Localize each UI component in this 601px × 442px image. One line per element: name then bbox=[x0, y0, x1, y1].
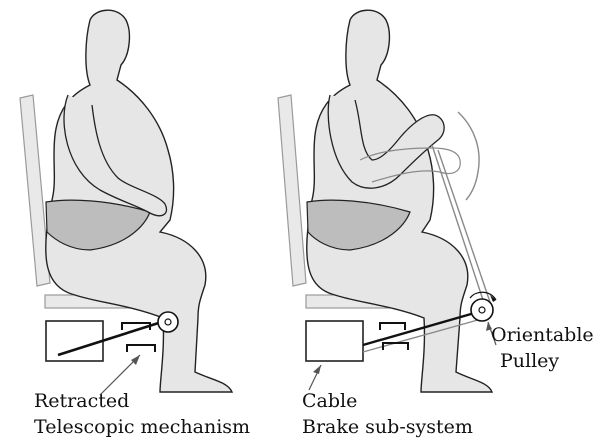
right-motion-arc bbox=[458, 112, 479, 200]
right-figure bbox=[278, 10, 496, 392]
label-telescopic-mechanism: Telescopic mechanism bbox=[34, 418, 250, 437]
right-telescopic-bracket-top bbox=[380, 323, 405, 330]
right-chair-backrest bbox=[278, 95, 306, 286]
right-brake-box bbox=[306, 321, 363, 361]
label-orientable: Orientable bbox=[491, 326, 594, 345]
right-telescopic-bracket-bottom bbox=[383, 343, 408, 350]
label-retracted: Retracted bbox=[34, 392, 129, 411]
left-brake-box bbox=[46, 321, 103, 361]
left-figure bbox=[20, 10, 232, 395]
left-telescopic-bracket-bottom bbox=[127, 345, 155, 352]
label-pulley: Pulley bbox=[500, 352, 559, 371]
label-brake-subsystem: Brake sub-system bbox=[302, 418, 473, 437]
label-cable: Cable bbox=[302, 392, 357, 411]
